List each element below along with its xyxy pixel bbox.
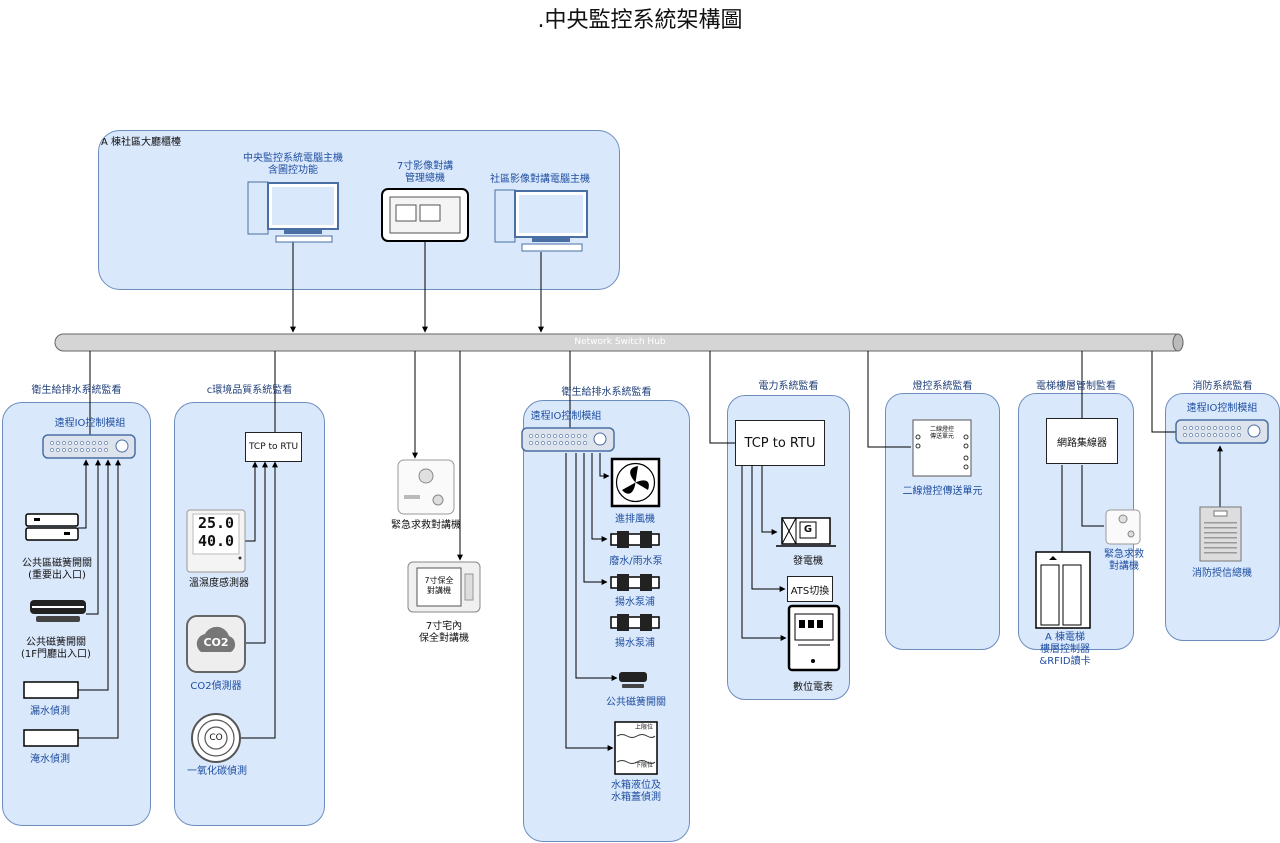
flood-sensor-icon (23, 729, 79, 747)
intercom-manager-icon (381, 188, 469, 242)
door-sensor-center-label: 公共磁簧開關 (606, 697, 666, 708)
co2-label: CO2偵測器 (190, 681, 242, 692)
io-module-center-label: 遠程IO控制模組 (530, 411, 602, 422)
lift-pump-2-icon (610, 614, 660, 631)
lighting-group (885, 393, 1000, 650)
indoor-intercom-icon (407, 561, 481, 613)
sewage-pump-label: 廢水/雨水泵 (609, 556, 663, 567)
indoor-intercom-label: 7寸宅內 保全對講機 (419, 621, 469, 644)
lighting-unit-label: 二線燈控傳送單元 (902, 486, 983, 497)
io-module-fire-label: 遠程IO控制模組 (1186, 403, 1258, 414)
fan-label: 進排風機 (615, 514, 655, 525)
flood-label: 淹水偵測 (30, 754, 70, 765)
door-sensor-public-icon (25, 513, 79, 541)
network-switch-hub (54, 333, 1184, 352)
co-label: 一氧化碳偵測 (187, 766, 247, 777)
thermo-label: 溫濕度感測器 (189, 578, 249, 589)
power-title: 電力系統監看 (758, 381, 819, 392)
central-pc-label: 中央監控系統電腦主機 含圖控功能 (243, 153, 343, 176)
elevator-icon (1035, 551, 1091, 629)
building-title: A 棟社區大廳櫃檯 (101, 137, 182, 148)
elevator-controller-label: A 棟電梯 樓層控制器 &RFID讀卡 (1039, 632, 1091, 667)
lighting-unit-text: 二線燈控 傳送單元 (929, 426, 954, 440)
leak-label: 漏水偵測 (30, 706, 70, 717)
emergency-intercom-label: 緊急求救對講機 (391, 520, 461, 531)
elevator-title: 電梯樓層管制監看 (1036, 381, 1116, 392)
fan-icon (610, 457, 661, 508)
generator-icon-text: G (803, 524, 813, 535)
power-rtu: TCP to RTU (735, 420, 825, 466)
io-module-left-label: 遠程IO控制模組 (54, 418, 126, 429)
io-module-left-icon (42, 434, 136, 459)
drainage-center-group (523, 400, 690, 842)
ats-switch: ATS切換 (787, 576, 833, 602)
door-sensor-public-label: 公共區磁簧開關 (重要出入口) (22, 558, 92, 581)
leak-sensor-icon (23, 681, 79, 699)
meter-label: 數位電表 (793, 682, 833, 693)
digital-meter-icon (787, 604, 841, 672)
door-sensor-center-icon (619, 672, 647, 688)
diagram-title: .中央監控系統架構圖 (537, 8, 743, 33)
fire-panel-icon (1199, 506, 1242, 562)
environment-rtu: TCP to RTU (245, 432, 302, 462)
thermo-temp-readout: 25.0 (197, 514, 235, 532)
environment-title: c環境品質系統監看 (206, 385, 293, 396)
lighting-unit-icon (912, 419, 972, 477)
co-sensor-icon (191, 713, 241, 763)
co-icon-text: CO (209, 733, 223, 743)
emergency-intercom-icon (397, 459, 455, 515)
fire-title: 消防系統監看 (1192, 381, 1253, 392)
central-pc-icon (247, 181, 339, 243)
co2-icon-text: CO2 (203, 636, 229, 649)
community-pc-label: 社區影像對講電腦主機 (490, 174, 590, 185)
generator-icon (776, 517, 836, 547)
thermo-hum-readout: 40.0 (197, 532, 235, 550)
indoor-intercom-screen-text: 7寸保全 對講機 (424, 576, 454, 595)
generator-label: 發電機 (793, 556, 823, 567)
thermo-hygrometer-icon (186, 509, 246, 573)
water-tank-icon (614, 721, 658, 775)
tank-label: 水箱液位及 水箱蓋偵測 (611, 780, 661, 803)
elevator-emergency-intercom-icon (1105, 509, 1141, 545)
tank-low-label: 下限位 (634, 762, 653, 769)
sewage-pump-icon (610, 531, 660, 548)
lift-pump-1-label: 揚水泵浦 (615, 597, 655, 608)
lift-pump-2-label: 揚水泵浦 (615, 638, 655, 649)
tank-high-label: 上限位 (634, 724, 653, 731)
community-pc-icon (494, 189, 588, 252)
hub-label: Network Switch Hub (574, 337, 666, 347)
drainage-center-title: 衛生給排水系統監看 (561, 387, 652, 398)
io-module-center-icon (521, 427, 615, 452)
io-module-fire-icon (1175, 419, 1269, 444)
drainage-left-title: 衛生給排水系統監看 (31, 385, 122, 396)
elevator-network-hub: 網路集線器 (1046, 418, 1118, 464)
elevator-emergency-label: 緊急求救 對講機 (1104, 549, 1144, 572)
door-sensor-1f-label: 公共磁簧開關 (1F門廳出入口) (21, 637, 91, 660)
intercom-manager-label: 7寸影像對講 管理總機 (396, 161, 454, 184)
lift-pump-1-icon (610, 574, 660, 591)
lighting-title: 燈控系統監看 (912, 381, 973, 392)
co2-sensor-icon (186, 615, 246, 673)
door-sensor-1f-icon (30, 600, 86, 622)
fire-panel-label: 消防授信總機 (1192, 568, 1252, 579)
